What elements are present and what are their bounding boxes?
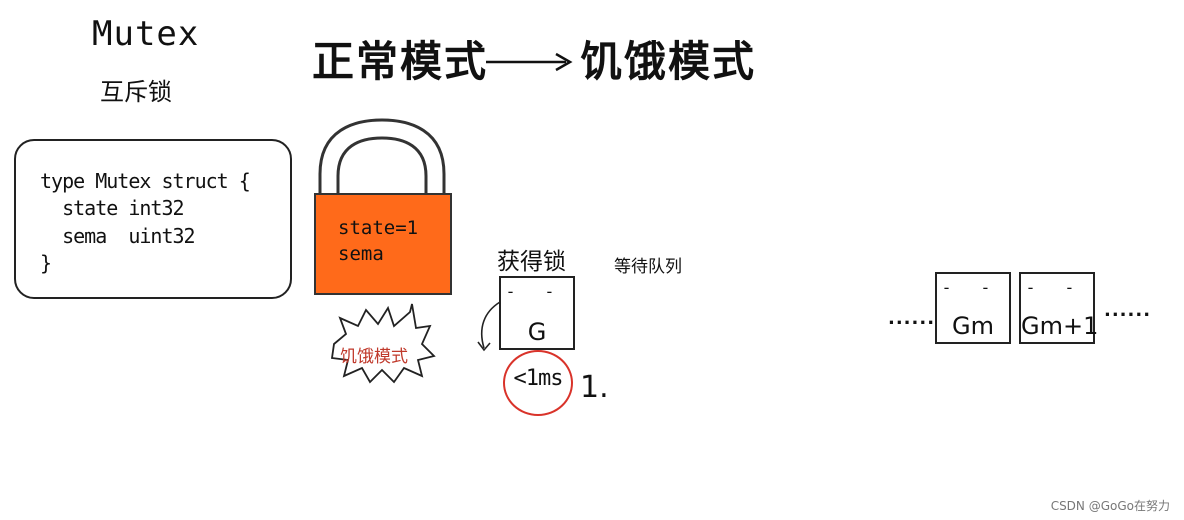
mode-to-title: 饥饿模式: [580, 37, 757, 86]
gm1-eyes: - -: [1027, 278, 1087, 297]
padlock-shackle-icon: [318, 118, 446, 196]
code-line-1: type Mutex struct {: [40, 169, 251, 193]
starvation-mode-label: 饥饿模式: [340, 347, 408, 367]
mutex-struct-code-box: type Mutex struct { state int32 sema uin…: [14, 139, 292, 299]
g-eyes: - -: [507, 282, 567, 301]
transition-arrow-icon: [486, 52, 573, 72]
mutex-title: Mutex: [92, 14, 200, 54]
goroutine-g-box: - - G: [499, 276, 575, 350]
step-number: 1.: [580, 370, 609, 405]
wait-queue-label: 等待队列: [614, 257, 682, 277]
timer-label: <1ms: [513, 366, 564, 391]
timer-circle: [503, 350, 573, 416]
padlock-body: state=1 sema: [314, 193, 452, 295]
curved-arrow-icon: [477, 301, 501, 352]
mode-from-title: 正常模式: [312, 37, 489, 86]
lock-sema-text: sema: [338, 243, 384, 265]
queue-ellipsis-right: ......: [1104, 300, 1152, 321]
code-line-3: sema uint32: [40, 224, 195, 248]
watermark: CSDN @GoGo在努力: [1050, 499, 1170, 513]
gm1-label: Gm+1: [1021, 312, 1099, 340]
g-label: G: [527, 318, 547, 346]
goroutine-gm-box: - - Gm: [935, 272, 1011, 344]
gm-eyes: - -: [943, 278, 1003, 297]
code-line-4: }: [40, 251, 52, 275]
lock-state-text: state=1: [338, 217, 419, 239]
queue-ellipsis-left: ......: [888, 308, 936, 329]
goroutine-gm1-box: - - Gm+1: [1019, 272, 1099, 344]
gm-label: Gm: [952, 312, 994, 340]
mutex-subtitle: 互斥锁: [100, 78, 172, 106]
starvation-burst-icon: [330, 303, 436, 384]
code-line-2: state int32: [40, 196, 184, 220]
got-lock-label: 获得锁: [497, 249, 566, 275]
